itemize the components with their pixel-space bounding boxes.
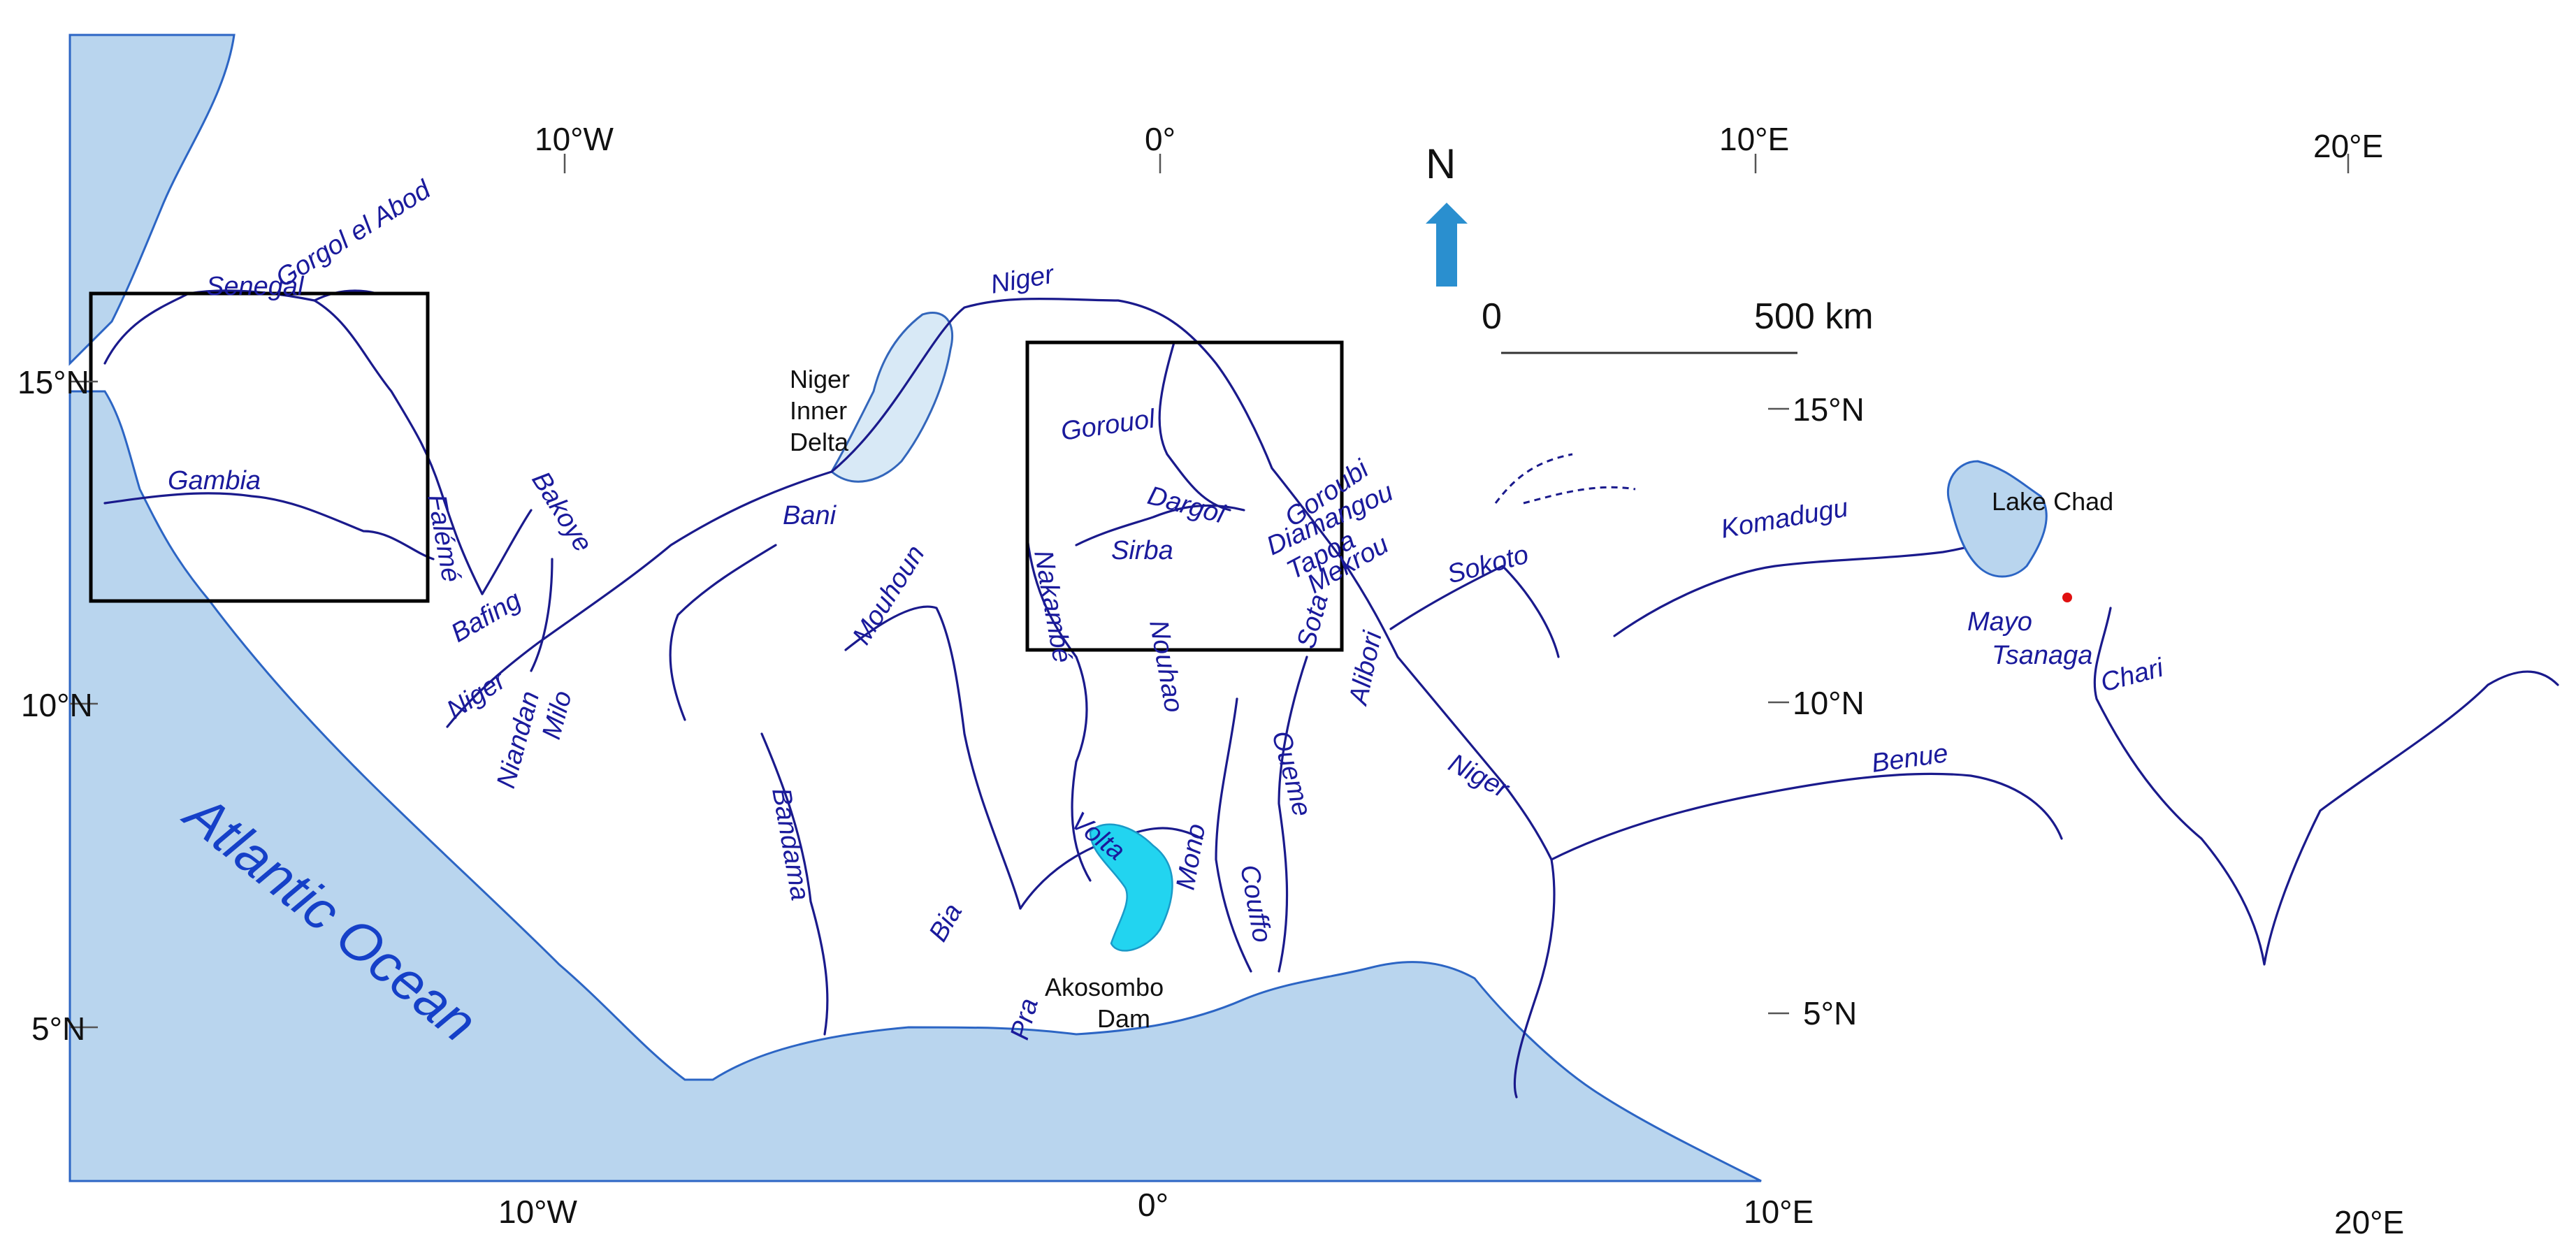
niger-inner-delta-label-3: Delta (790, 428, 849, 456)
river-label-gambia: Gambia (168, 466, 261, 495)
atlantic-ocean (68, 34, 236, 366)
sirba-river (1075, 504, 1245, 546)
north-arrow: N (1426, 140, 1468, 287)
lat-label-right-5n: 5°N (1803, 995, 1857, 1031)
gambia-river (103, 492, 435, 560)
atlantic-ocean-south (68, 390, 1762, 1182)
mouhoun-river (844, 605, 1022, 910)
river-label-niger-west: Niger (442, 665, 512, 725)
niger-delta-lower (1513, 858, 1556, 1099)
river-label-dargol: Dargol (1145, 481, 1229, 530)
lat-label-left-10n: 10°N (21, 687, 93, 723)
river-label-mono: Mono (1171, 822, 1212, 892)
niger-river (446, 297, 1553, 861)
study-box-middle-niger (1025, 340, 1344, 652)
river-label-senegal: Senegal (206, 272, 305, 301)
scale-bar: 0 500 km (1482, 296, 1874, 354)
chari-river (2093, 607, 2559, 966)
river-label-bani: Bani (783, 501, 837, 530)
sokoto-river (1389, 565, 1560, 658)
lake-chad (1946, 460, 2048, 578)
gorouol-river (1158, 341, 1231, 512)
river-label-bafing: Bafing (447, 586, 526, 649)
akosombo-dam-label-2: Dam (1097, 1004, 1150, 1033)
scale-end-label: 500 km (1754, 296, 1874, 337)
river-label-benue: Benue (1869, 739, 1950, 778)
river-label-niandan: Niandan (491, 688, 545, 792)
lat-label-right-15n: 15°N (1793, 391, 1865, 428)
niger-inner-delta-label-1: Niger (790, 365, 850, 393)
gauging-station-marker (2062, 593, 2072, 602)
lat-label-right-10n: 10°N (1793, 685, 1865, 721)
oueme-river (1278, 656, 1308, 973)
seasonal-stream-north (1494, 453, 1636, 505)
niger-inner-delta-label-2: Inner (790, 396, 847, 425)
lake-volta (1089, 823, 1173, 952)
nakambe-river (1026, 537, 1092, 882)
river-label-nakambe: Nakambé (1028, 548, 1077, 665)
lon-label-top-10e: 10°E (1719, 121, 1789, 157)
bani-river (669, 544, 777, 721)
lake-chad-label: Lake Chad (1992, 487, 2113, 516)
river-label-niger-north: Niger (988, 259, 1057, 299)
senegal-river (103, 289, 484, 595)
lat-label-left-5n: 5°N (31, 1011, 85, 1047)
lon-label-bottom-10w: 10°W (498, 1194, 578, 1230)
river-label-alibori: Alibori (1343, 628, 1388, 708)
lon-label-bottom-10e: 10°E (1744, 1194, 1814, 1230)
lon-label-top-20e: 20°E (2313, 128, 2383, 164)
river-label-bia: Bia (923, 899, 968, 947)
mono-river (1215, 697, 1252, 973)
akosombo-dam-label-1: Akosombo (1045, 973, 1164, 1001)
river-label-chari: Chari (2097, 653, 2167, 697)
river-label-couffo: Couffo (1234, 862, 1277, 945)
river-label-bakoye: Bakoye (526, 467, 598, 558)
river-label-oueme: Oueme (1266, 727, 1317, 819)
river-label-komadugu: Komadugu (1718, 493, 1850, 544)
river-label-gorgol: Gorgol el Abod (271, 174, 437, 293)
lon-label-top-0: 0° (1145, 121, 1175, 157)
grid-ticks (70, 154, 2350, 1029)
bandama-river (760, 732, 829, 1036)
river-label-sirba: Sirba (1111, 536, 1173, 565)
river-label-niger-south: Niger (1444, 748, 1514, 804)
benue-river (1550, 772, 2063, 861)
river-label-mayo: Mayo (1967, 607, 2032, 637)
north-label: N (1426, 140, 1456, 187)
scale-start-label: 0 (1482, 296, 1502, 337)
study-box-senegal-gambia (89, 291, 430, 603)
north-arrow-icon (1426, 203, 1468, 287)
lon-label-bottom-0: 0° (1138, 1187, 1168, 1223)
river-label-bandama: Bandama (766, 785, 815, 902)
lat-label-left-15n: 15°N (17, 364, 89, 400)
lon-label-bottom-20e: 20°E (2334, 1204, 2404, 1240)
river-label-mouhoun: Mouhoun (847, 540, 931, 650)
river-label-sota: Sota (1291, 591, 1334, 651)
lon-label-top-10w: 10°W (535, 121, 614, 157)
river-label-tsanaga: Tsanaga (1992, 641, 2092, 670)
river-label-gorouol: Gorouol (1059, 404, 1157, 447)
bakoye-river (481, 509, 553, 672)
river-label-nouhao: Nouhao (1143, 618, 1188, 714)
